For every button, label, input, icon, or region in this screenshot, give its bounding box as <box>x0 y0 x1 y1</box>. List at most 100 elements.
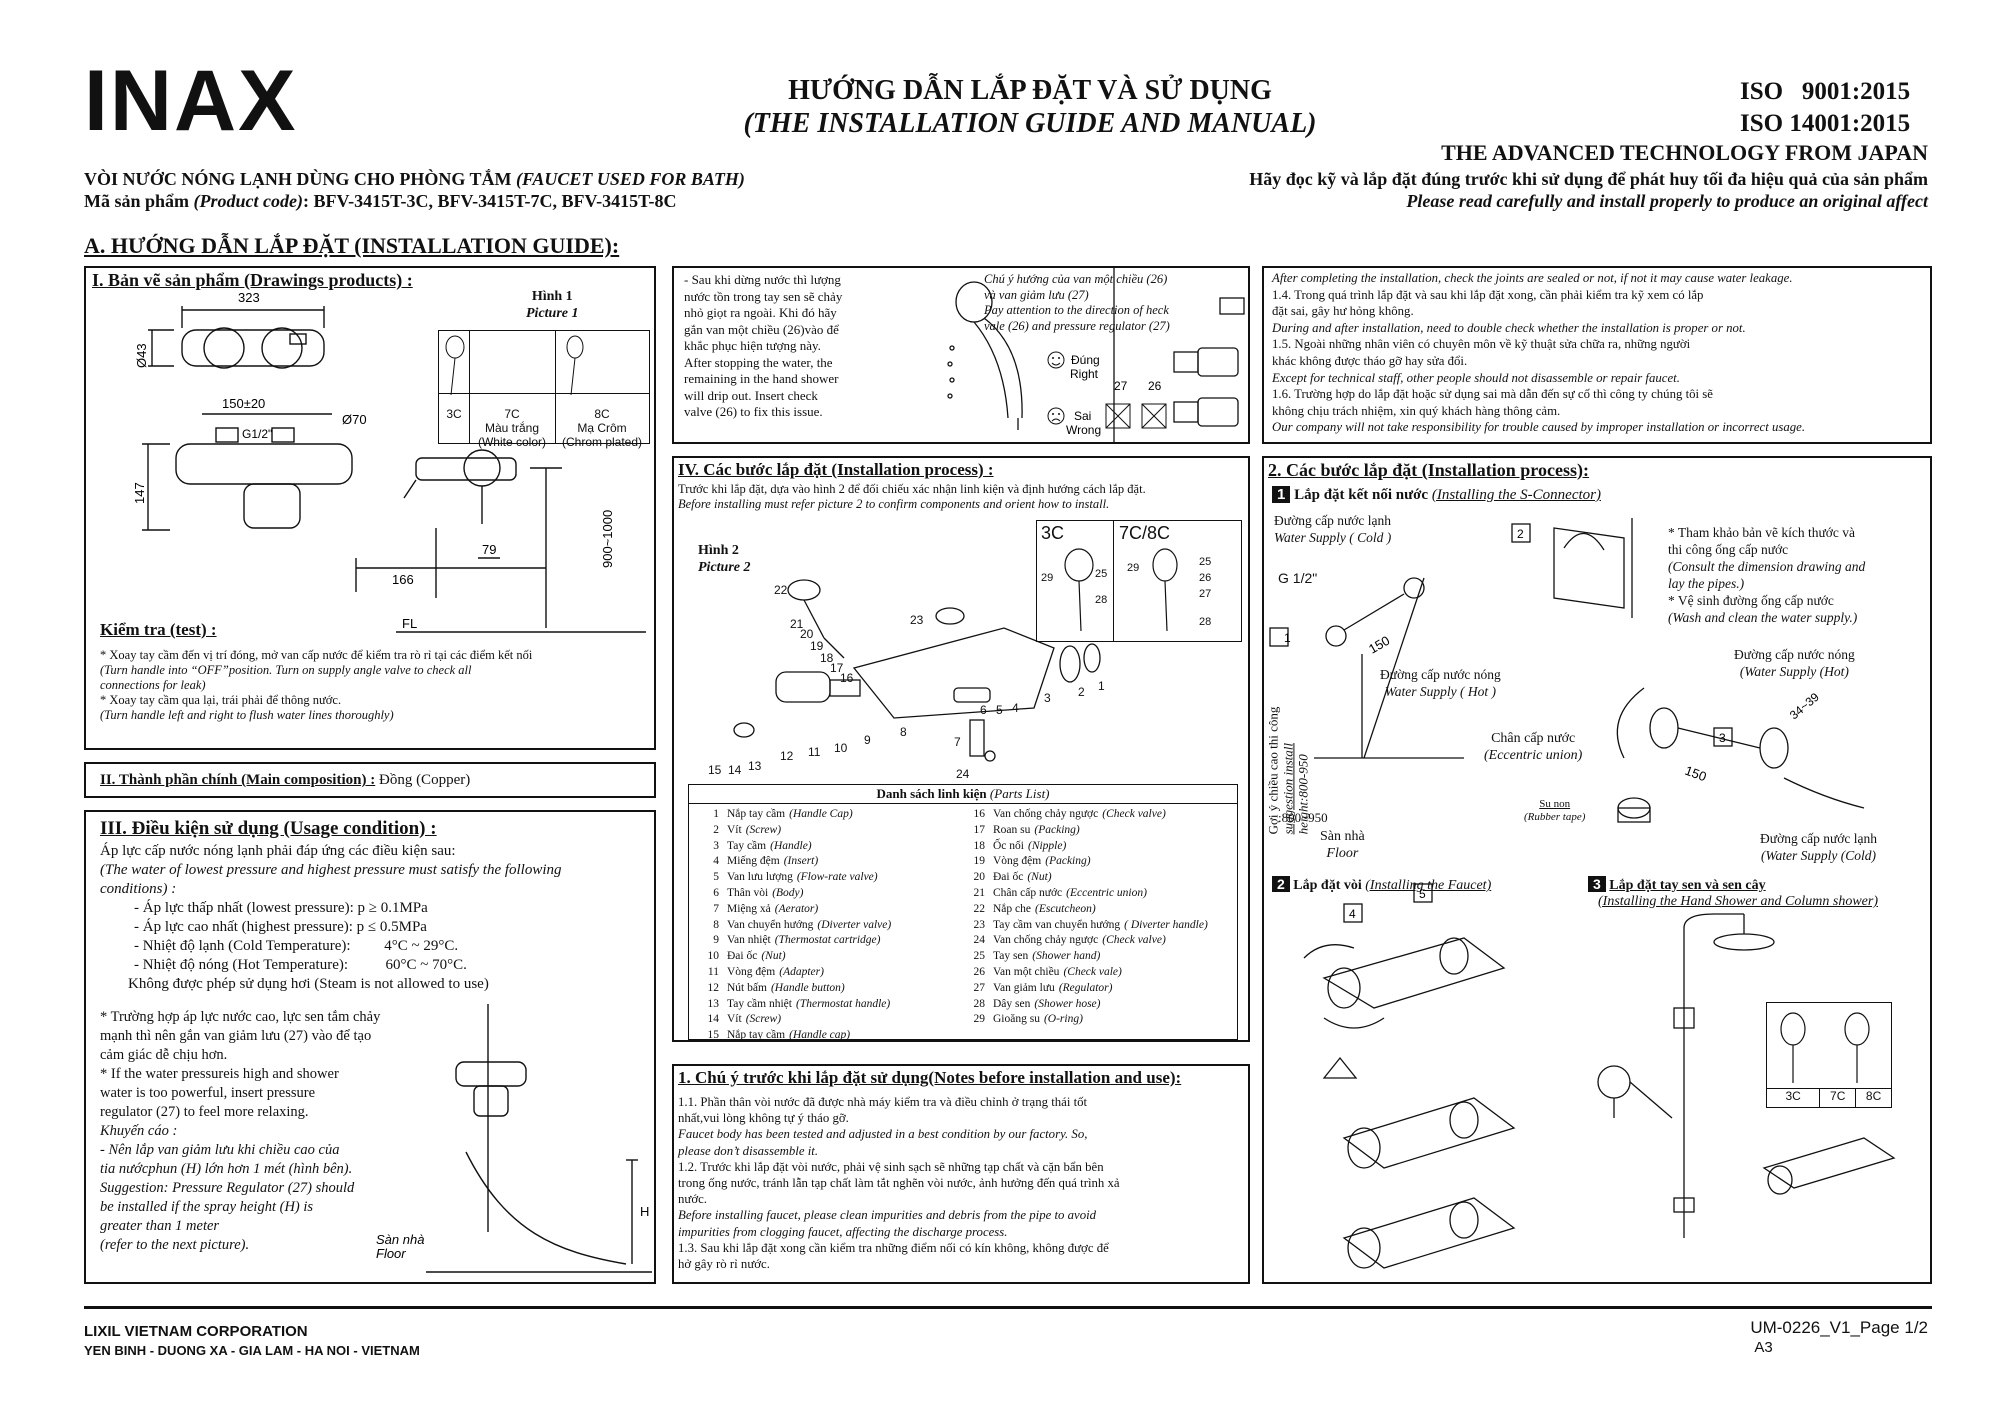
part-name-en: (Escutcheon) <box>1035 902 1096 915</box>
part-name: Chân cấp nước <box>993 886 1063 899</box>
code-label: Mã sản phẩm <box>84 191 190 211</box>
part-name: Vít <box>727 1013 742 1026</box>
part-number: 11 <box>707 965 719 978</box>
usage-title: III. Điều kiện sử dụng (Usage condition)… <box>100 818 437 839</box>
iso-block: ISO 9001:2015 ISO 14001:2015 <box>1740 76 1910 140</box>
cold-supply-vi: Đường cấp nước lạnh <box>1274 513 1392 528</box>
svg-text:26: 26 <box>1199 572 1211 584</box>
note-line: cảm giác dễ chịu hơn. <box>100 1047 228 1063</box>
part-name-en: (Screw) <box>745 823 782 836</box>
note-line: tia nướcphun (H) lớn hơn 1 mét (hình bên… <box>100 1161 353 1177</box>
part-name-en: (Body) <box>772 886 804 899</box>
note-line: Faucet body has been tested and adjusted… <box>678 1127 1088 1142</box>
variant-8c-en: (Chrom plated) <box>561 435 643 449</box>
part-name-en: (Packing) <box>1045 855 1091 868</box>
step3-badge: 3 <box>1588 876 1606 892</box>
part-name-en: (Adapter) <box>779 965 824 978</box>
floor-vi: Sàn nhà <box>376 1232 424 1247</box>
part-name: Tay sen <box>993 950 1029 963</box>
cv-line: will drip out. Insert check <box>684 387 818 403</box>
test-line: (Turn handle into “OFF”position. Turn on… <box>100 663 472 677</box>
note-line: 1.5. Ngoài những nhân viên có chuyên môn… <box>1272 337 1691 352</box>
part-number: 1 <box>713 808 719 820</box>
svg-text:29: 29 <box>1041 572 1053 584</box>
note-line: After completing the installation, check… <box>1272 271 1793 285</box>
section-a-title: A. HƯỚNG DẪN LẮP ĐẶT (INSTALLATION GUIDE… <box>84 233 620 258</box>
code-label-en: (Product code) <box>193 191 303 211</box>
part-name-en: (Thermostat handle) <box>795 997 891 1010</box>
note-line: water is too powerful, insert pressure <box>100 1085 316 1101</box>
right-en: Right <box>1070 367 1099 381</box>
hot-supply-vi: Đường cấp nước nóng <box>1380 667 1501 682</box>
svg-text:13: 13 <box>748 759 762 773</box>
step2-title: Lắp đặt vòi <box>1293 878 1362 893</box>
process-intro: Trước khi lắp đặt, dựa vào hình 2 để đối… <box>678 482 1146 512</box>
part-number: 20 <box>973 871 986 884</box>
reference-notes: * Tham khảo bản vẽ kích thước và thi côn… <box>1668 524 1865 626</box>
part-name-en: (Eccentric union) <box>1066 886 1147 899</box>
note-line: nước. <box>678 1192 707 1207</box>
part-number: 8 <box>713 918 719 931</box>
paper-size: A3 <box>1754 1339 1773 1356</box>
svg-text:28: 28 <box>1199 616 1211 628</box>
svg-text:5: 5 <box>996 703 1003 717</box>
note-line: nhất,vui lòng không tự ý tháo gỡ. <box>678 1111 849 1126</box>
svg-text:9: 9 <box>864 733 871 747</box>
title-vi: HƯỚNG DẪN LẮP ĐẶT VÀ SỬ DỤNG <box>788 75 1272 106</box>
cold-supply-label-2: Đường cấp nước lạnh (Water Supply (Cold) <box>1760 830 1877 864</box>
svg-text:24: 24 <box>956 767 970 781</box>
step1-badge: 1 <box>1272 486 1291 503</box>
height-suggestion: Gợi ý chiều cao thi công suggestion inst… <box>1265 698 1364 835</box>
step1-title: Lắp đặt kết nối nước <box>1294 487 1429 503</box>
union-label: Chân cấp nước (Eccentric union) <box>1484 730 1582 764</box>
part-name-en: (Shower hose) <box>1034 997 1101 1010</box>
note-line: * If the water pressureis high and showe… <box>100 1066 339 1082</box>
brand-logo: INAX <box>84 53 298 149</box>
svg-text:18: 18 <box>820 651 834 665</box>
svg-text:8: 8 <box>900 725 907 739</box>
notes-body: 1.1. Phần thân vòi nước đã được nhà máy … <box>678 1094 1244 1272</box>
wrong-vi: Sai <box>1074 409 1091 423</box>
box-3: 3 <box>1719 731 1726 745</box>
part-number: 2 <box>713 823 719 836</box>
variant-8c: 8C <box>1865 1089 1882 1103</box>
part-name: Dây sen <box>993 997 1031 1010</box>
composition-text: II. Thành phần chính (Main composition) … <box>100 772 470 789</box>
hot-supply-label: Đường cấp nước nóng Water Supply ( Hot ) <box>1380 666 1501 700</box>
part-number: 17 <box>973 823 986 836</box>
usage-line: Áp lực cấp nước nóng lạnh phải đáp ứng c… <box>100 843 456 859</box>
part-name-en: (Check vale) <box>1063 965 1122 978</box>
dim-150: 150±20 <box>222 396 265 411</box>
part-number: 3 <box>713 839 719 852</box>
part-name-en: (Insert) <box>783 855 819 868</box>
part-name: Đai ốc <box>727 950 758 963</box>
label-26: 26 <box>1148 379 1162 393</box>
svg-text:28: 28 <box>1095 594 1107 606</box>
title-en: (THE INSTALLATION GUIDE AND MANUAL) <box>743 108 1317 139</box>
svg-text:2: 2 <box>1078 685 1085 699</box>
box-2: 2 <box>1517 527 1524 541</box>
test-line: * Xoay tay cầm đến vị trí đóng, mở van c… <box>100 648 533 662</box>
svg-text:15: 15 <box>708 763 722 777</box>
part-name: Gioăng su <box>993 1013 1040 1026</box>
usage-conditions: Áp lực cấp nước nóng lạnh phải đáp ứng c… <box>100 842 650 994</box>
part-name-en: (Regulator) <box>1058 981 1113 994</box>
notes-panel: 1. Chú ý trước khi lắp đặt sử dụng(Notes… <box>672 1064 1250 1284</box>
floor-en: Floor <box>376 1246 406 1261</box>
test-instructions: * Xoay tay cầm đến vị trí đóng, mở van c… <box>100 648 650 723</box>
svg-text:20: 20 <box>800 627 814 641</box>
shower-3c: 3C <box>1041 523 1065 543</box>
check-valve-panel: - Sau khi dừng nước thì lượng nước tồn t… <box>672 266 1250 444</box>
svg-text:25: 25 <box>1095 568 1107 580</box>
drawings-title: I. Bản vẽ sản phẩm (Drawings products) : <box>92 270 413 290</box>
variant-7c: 7C <box>1820 1089 1857 1107</box>
pressure-note: * Trường hợp áp lực nước cao, lực sen tắ… <box>100 1008 390 1255</box>
picture1-label: Hình 1 Picture 1 <box>526 288 579 322</box>
part-name-en: (Flow-rate valve) <box>796 871 878 884</box>
part-name-en: (Packing) <box>1034 823 1080 836</box>
